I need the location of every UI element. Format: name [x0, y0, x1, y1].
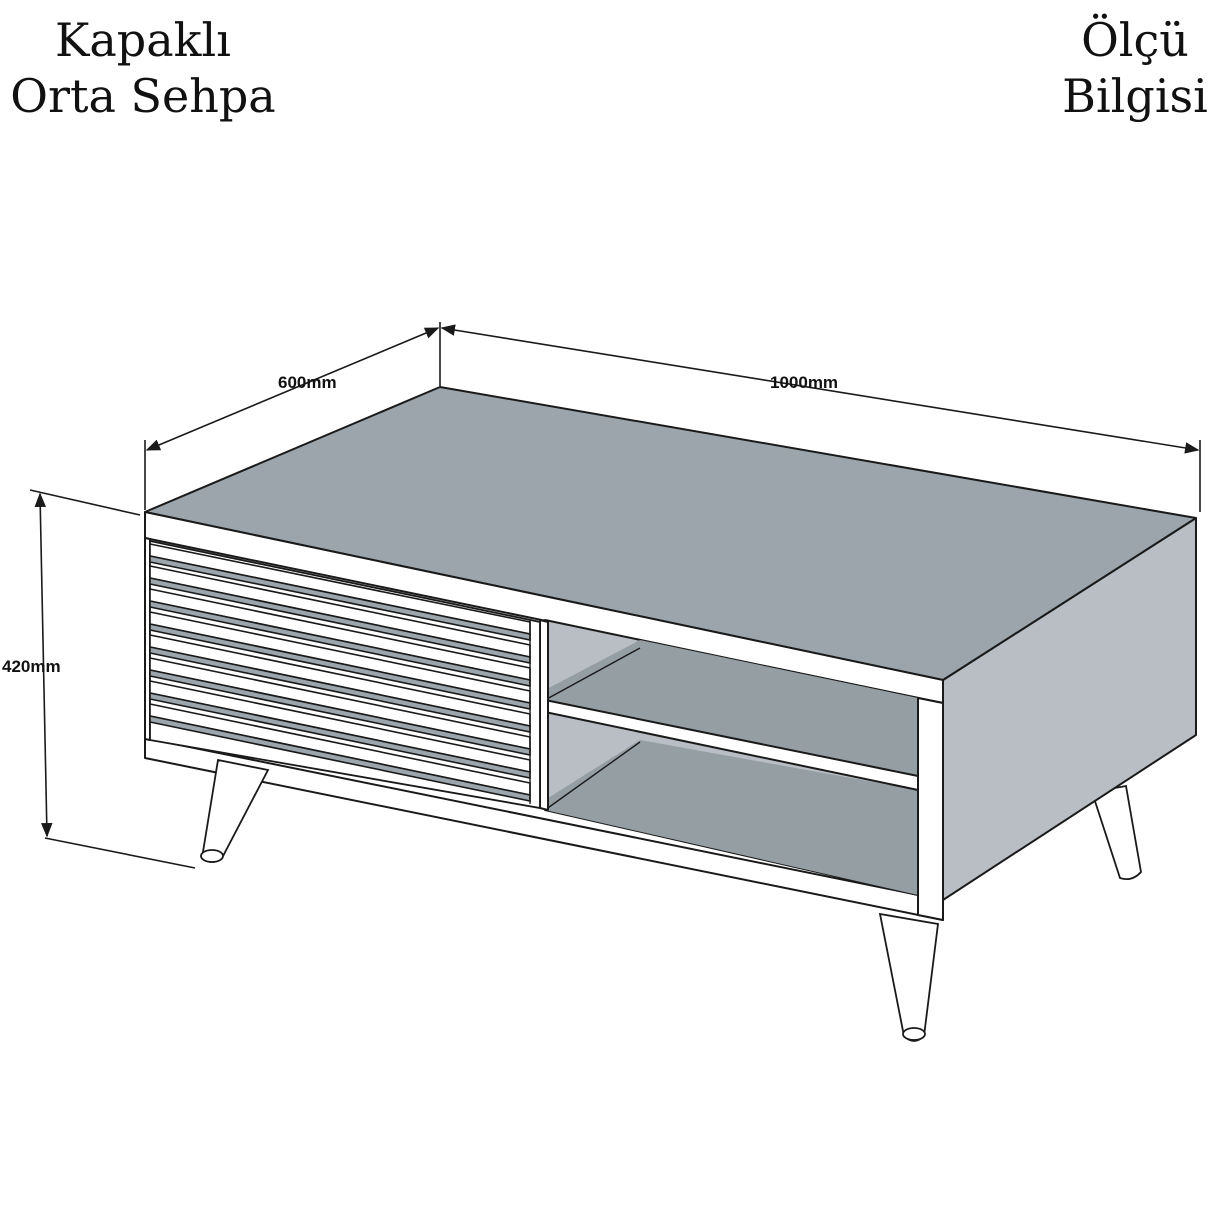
- depth-arrow: [145, 327, 440, 451]
- height-arrow: [34, 492, 53, 838]
- measurement-info-line1: Ölçü: [1081, 13, 1189, 67]
- right-front-post: [917, 697, 944, 921]
- width-label: 1000mm: [770, 373, 838, 392]
- width-dimension: [440, 324, 1201, 512]
- leg-back-right: [1090, 784, 1142, 881]
- measurement-info-title: Ölçü Bilgisi: [1050, 12, 1214, 124]
- leg-front-left: [200, 758, 270, 863]
- depth-label: 600mm: [278, 373, 337, 392]
- table-body: [144, 386, 1197, 921]
- product-title: Kapaklı Orta Sehpa: [8, 12, 278, 124]
- shelf-lower-bottom: [545, 740, 918, 895]
- shelf-upper-back: [545, 640, 918, 776]
- height-dimension: [29, 489, 196, 869]
- leg-front-right: [878, 912, 939, 1042]
- product-title-line1: Kapaklı: [55, 13, 231, 67]
- height-extension-line-bottom: [44, 837, 196, 869]
- slatted-door: [149, 539, 541, 810]
- height-extension-line-top: [29, 489, 141, 516]
- door-slats: [149, 543, 531, 802]
- measurement-info-line2: Bilgisi: [1062, 69, 1208, 123]
- divider-panel: [539, 619, 549, 811]
- height-label: 420mm: [2, 657, 61, 676]
- width-arrow: [440, 324, 1200, 454]
- depth-dimension: [144, 322, 441, 510]
- product-title-line2: Orta Sehpa: [10, 69, 276, 123]
